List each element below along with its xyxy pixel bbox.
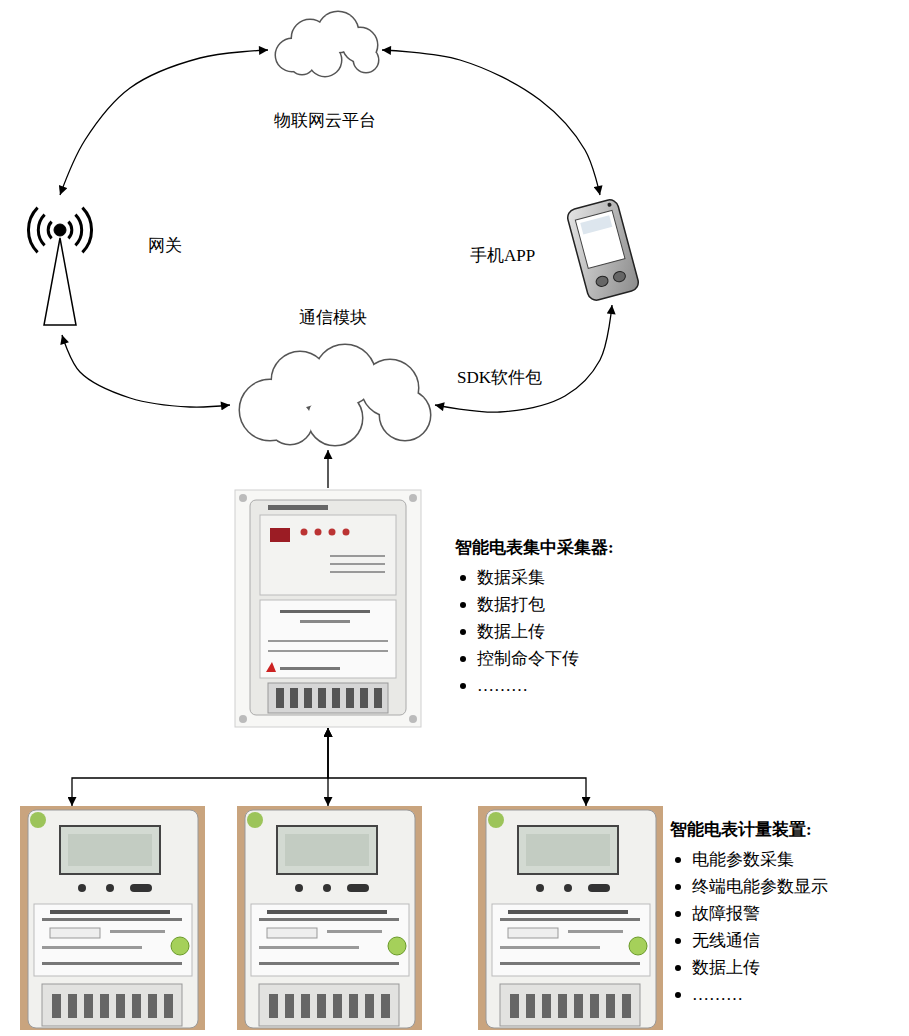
cloud-shape xyxy=(240,345,430,445)
connector-arrow xyxy=(62,335,230,407)
list-heading: 智能电表集中采集器: xyxy=(455,534,614,561)
meter-photo xyxy=(478,806,663,1030)
gateway-node: 网关 xyxy=(18,195,188,335)
meter-photo xyxy=(237,806,422,1030)
phone-app-node: 手机APP xyxy=(465,195,650,305)
list-item: 控制命令下传 xyxy=(455,645,579,672)
list-item: 数据上传 xyxy=(455,618,545,645)
list-item: ……… xyxy=(455,672,528,699)
connector-arrow xyxy=(328,728,586,806)
list-item: 电能参数采集 xyxy=(670,846,794,873)
list-item: 无线通信 xyxy=(670,927,760,954)
concentrator-photo xyxy=(235,490,421,727)
connector-arrow xyxy=(382,50,600,195)
antenna-icon xyxy=(28,208,91,325)
meter-node xyxy=(20,806,205,1030)
connector-arrow xyxy=(72,728,328,806)
connector-arrow xyxy=(435,305,612,412)
meter-photo xyxy=(20,806,205,1030)
connector-arrow xyxy=(60,50,268,195)
list-item: 终端电能参数显示 xyxy=(670,873,828,900)
meter-node xyxy=(237,806,422,1030)
list-item: 数据采集 xyxy=(455,564,545,591)
list-item: ……… xyxy=(670,981,743,1008)
cloud-platform-node: 物联网云平台 xyxy=(268,15,382,136)
phone-icon xyxy=(566,198,641,302)
concentrator-node: 智能电表集中采集器: 数据采集数据打包数据上传控制命令下传……… xyxy=(232,488,618,728)
edge-label: SDK软件包 xyxy=(455,367,544,389)
node-label: 物联网云平台 xyxy=(274,110,376,132)
node-label: 通信模块 xyxy=(299,307,367,329)
meter-node: 智能电表计量装置: 电能参数采集终端电能参数显示故障报警无线通信数据上传……… xyxy=(478,806,832,1030)
list-item: 数据打包 xyxy=(455,591,545,618)
node-label: 网关 xyxy=(148,235,182,257)
list-heading: 智能电表计量装置: xyxy=(670,816,812,843)
node-label: 手机APP xyxy=(470,245,535,267)
cloud-shape xyxy=(276,12,378,76)
list-item: 故障报警 xyxy=(670,900,760,927)
list-item: 数据上传 xyxy=(670,954,760,981)
connector-arrow xyxy=(327,450,328,488)
comm-module-node: 通信模块 xyxy=(230,305,435,450)
